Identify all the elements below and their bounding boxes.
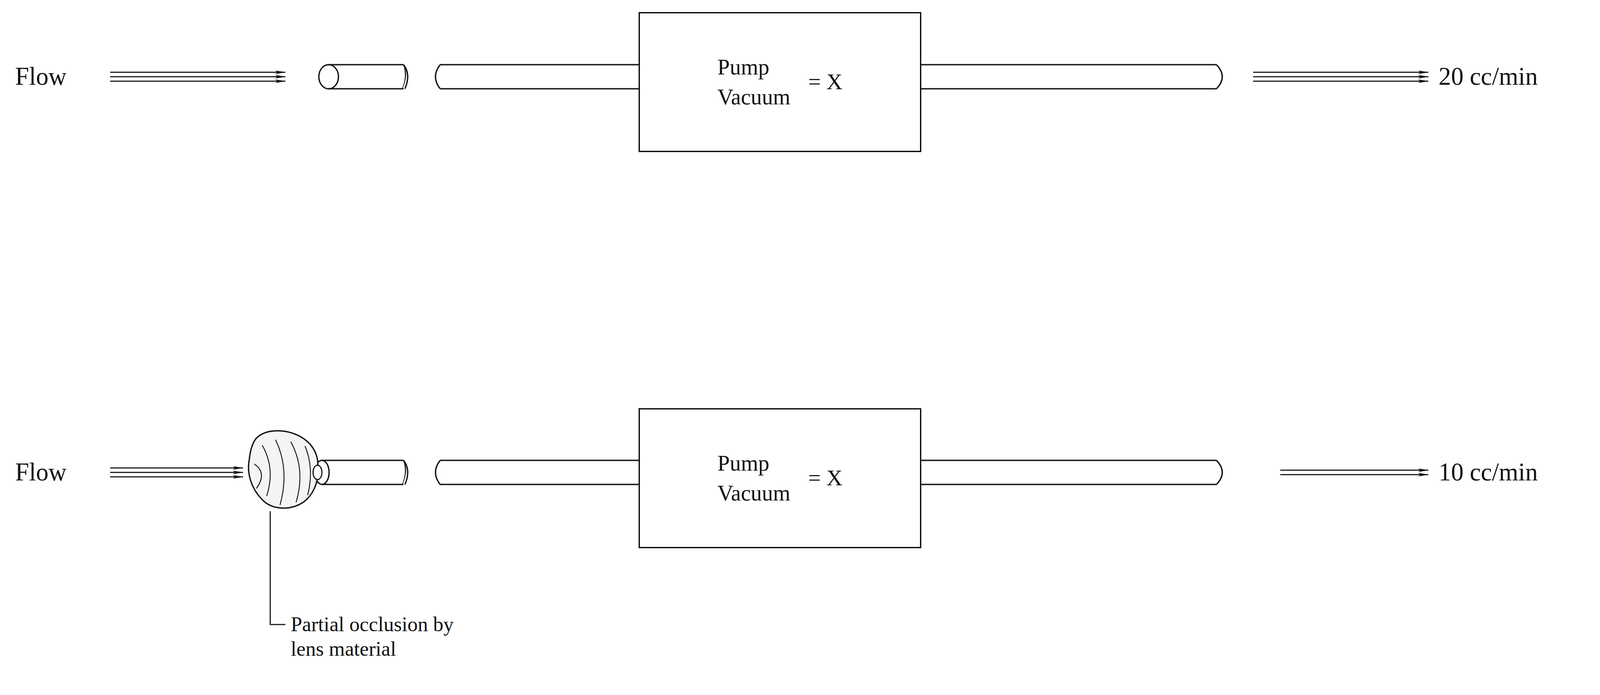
pump-label: Pump Vacuum bbox=[717, 448, 791, 509]
callout-label: Partial occlusion by lens material bbox=[290, 611, 483, 661]
flow-rate: 20 cc/min bbox=[1438, 61, 1538, 92]
pump-box: Pump Vacuum = X bbox=[638, 408, 922, 549]
flow-label: Flow bbox=[15, 457, 67, 487]
flow-arrows bbox=[1280, 470, 1429, 475]
flow-label: Flow bbox=[15, 61, 67, 92]
leader-line bbox=[270, 511, 286, 625]
flow-arrows bbox=[110, 72, 286, 82]
lens-material bbox=[248, 430, 322, 508]
flow-arrows bbox=[1253, 72, 1429, 82]
pump-label: Pump Vacuum bbox=[717, 52, 791, 113]
vacuum-value: = X bbox=[808, 462, 843, 494]
pump-box: Pump Vacuum = X bbox=[638, 12, 922, 153]
vacuum-value: = X bbox=[808, 66, 843, 98]
flow-arrows bbox=[110, 467, 244, 477]
flow-rate: 10 cc/min bbox=[1438, 457, 1538, 487]
